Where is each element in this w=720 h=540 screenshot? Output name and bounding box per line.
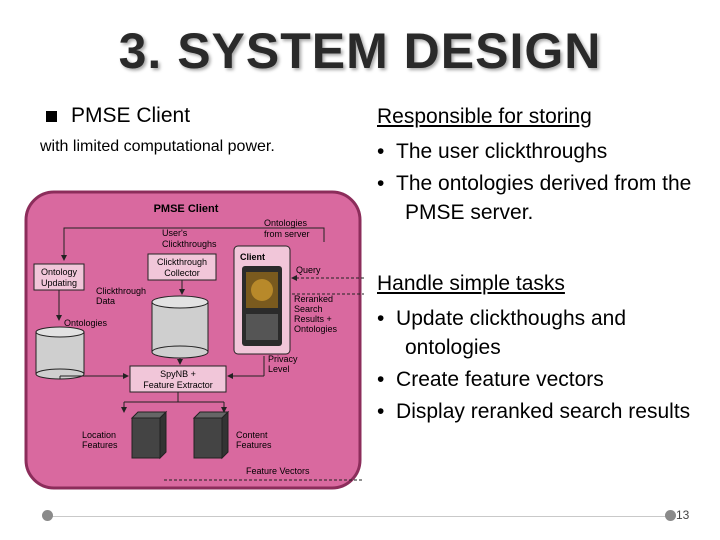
list-item: • Display reranked search results: [377, 397, 717, 426]
storing-section: Responsible for storing • The user click…: [377, 100, 717, 230]
page-number: 13: [676, 508, 689, 522]
list-item: • The ontologies derived from the PMSE s…: [377, 169, 717, 227]
tasks-section: Handle simple tasks • Update clickthough…: [377, 267, 717, 429]
footer-right-dot: [665, 510, 676, 521]
footer-left-dot: [42, 510, 53, 521]
clickthrough-data-cylinder: [152, 296, 208, 358]
list-item: • Create feature vectors: [377, 365, 717, 394]
pmse-client-label: PMSE Client: [71, 104, 190, 128]
feature-vectors-label: Feature Vectors: [246, 466, 310, 476]
content-features-cube: [194, 412, 228, 458]
client-label: Client: [240, 252, 265, 262]
list-item: • Update clickthoughs and ontologies: [377, 304, 717, 362]
pmse-client-heading: PMSE Client: [154, 203, 219, 215]
storing-heading: Responsible for storing: [377, 100, 717, 134]
pmse-client-bullet: PMSE Client: [46, 104, 190, 128]
location-features-cube: [132, 412, 166, 458]
square-bullet-icon: [46, 111, 57, 122]
slide-title: 3. SYSTEM DESIGN: [0, 22, 720, 80]
computational-power-note: with limited computational power.: [40, 138, 275, 156]
query-label: Query: [296, 265, 321, 275]
ontologies-label: Ontologies: [64, 318, 108, 328]
tasks-heading: Handle simple tasks: [377, 267, 717, 301]
ontologies-cylinder: [36, 327, 84, 379]
list-item: • The user clickthroughs: [377, 137, 717, 166]
footer-divider: [46, 516, 670, 517]
